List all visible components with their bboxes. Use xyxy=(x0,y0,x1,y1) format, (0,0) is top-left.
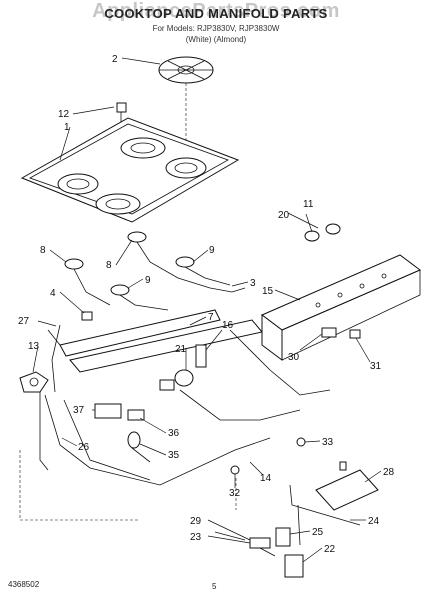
callout-26: 26 xyxy=(78,442,90,453)
callout-13: 13 xyxy=(28,341,40,352)
callout-33: 33 xyxy=(322,437,334,448)
part-cooktop xyxy=(20,117,240,223)
callout-15: 15 xyxy=(262,286,274,297)
callout-8b: 8 xyxy=(106,260,112,271)
callout-9b: 9 xyxy=(145,275,151,286)
callout-31: 31 xyxy=(370,361,382,372)
callout-28: 28 xyxy=(383,467,395,478)
part-switch-30 xyxy=(321,327,337,338)
callout-27: 27 xyxy=(18,316,30,327)
callout-23: 23 xyxy=(190,532,202,543)
callout-25: 25 xyxy=(312,527,324,538)
callout-36: 36 xyxy=(168,428,180,439)
callout-32: 32 xyxy=(229,488,241,499)
callout-20: 20 xyxy=(278,210,290,221)
part-burners xyxy=(64,231,246,311)
callout-14: 14 xyxy=(260,473,272,484)
callout-29: 29 xyxy=(190,516,202,527)
callout-21: 21 xyxy=(175,344,187,355)
callout-24: 24 xyxy=(368,516,380,527)
color-variants: (White) (Almond) xyxy=(185,35,247,44)
page-number: 5 xyxy=(212,582,217,591)
callout-30: 30 xyxy=(288,352,300,363)
document-number: 4368502 xyxy=(8,580,40,589)
part-fitting xyxy=(81,311,93,321)
watermark: AppliancePartsPros.com xyxy=(92,0,340,22)
part-control-panel xyxy=(261,254,421,361)
part-knob xyxy=(325,223,341,235)
diagram-title: COOKTOP AND MANIFOLD PARTS xyxy=(104,6,328,21)
callout-35: 35 xyxy=(168,450,180,461)
part-valve xyxy=(19,371,49,393)
part-igniter xyxy=(159,344,207,391)
callout-labels: 2 12 1 11 20 8 8 9 9 3 15 4 27 7 16 13 2… xyxy=(18,54,395,555)
callout-3: 3 xyxy=(250,278,256,289)
callout-22: 22 xyxy=(324,544,336,555)
part-grate xyxy=(158,56,214,160)
callout-37: 37 xyxy=(73,405,85,416)
callout-9a: 9 xyxy=(209,245,215,256)
callout-8a: 8 xyxy=(40,245,46,256)
part-grommet xyxy=(116,102,127,122)
callout-11: 11 xyxy=(303,199,314,210)
callout-7: 7 xyxy=(208,312,214,323)
gas-lines xyxy=(19,324,331,521)
part-knob-bezel xyxy=(304,230,320,242)
callout-4: 4 xyxy=(50,288,56,299)
part-35 xyxy=(127,431,141,449)
callout-2: 2 xyxy=(112,54,118,65)
model-numbers: For Models: RJP3830V, RJP3830W xyxy=(152,24,280,33)
part-37 xyxy=(94,403,122,419)
part-36 xyxy=(127,409,145,421)
part-screw-32 xyxy=(230,465,240,475)
leader-lines xyxy=(32,57,382,563)
callout-1: 1 xyxy=(64,122,70,133)
part-switch-31 xyxy=(349,329,361,339)
part-regulator-assembly xyxy=(214,461,379,578)
callout-12: 12 xyxy=(58,109,70,120)
callout-16: 16 xyxy=(222,320,234,331)
part-screw-33 xyxy=(296,437,306,447)
